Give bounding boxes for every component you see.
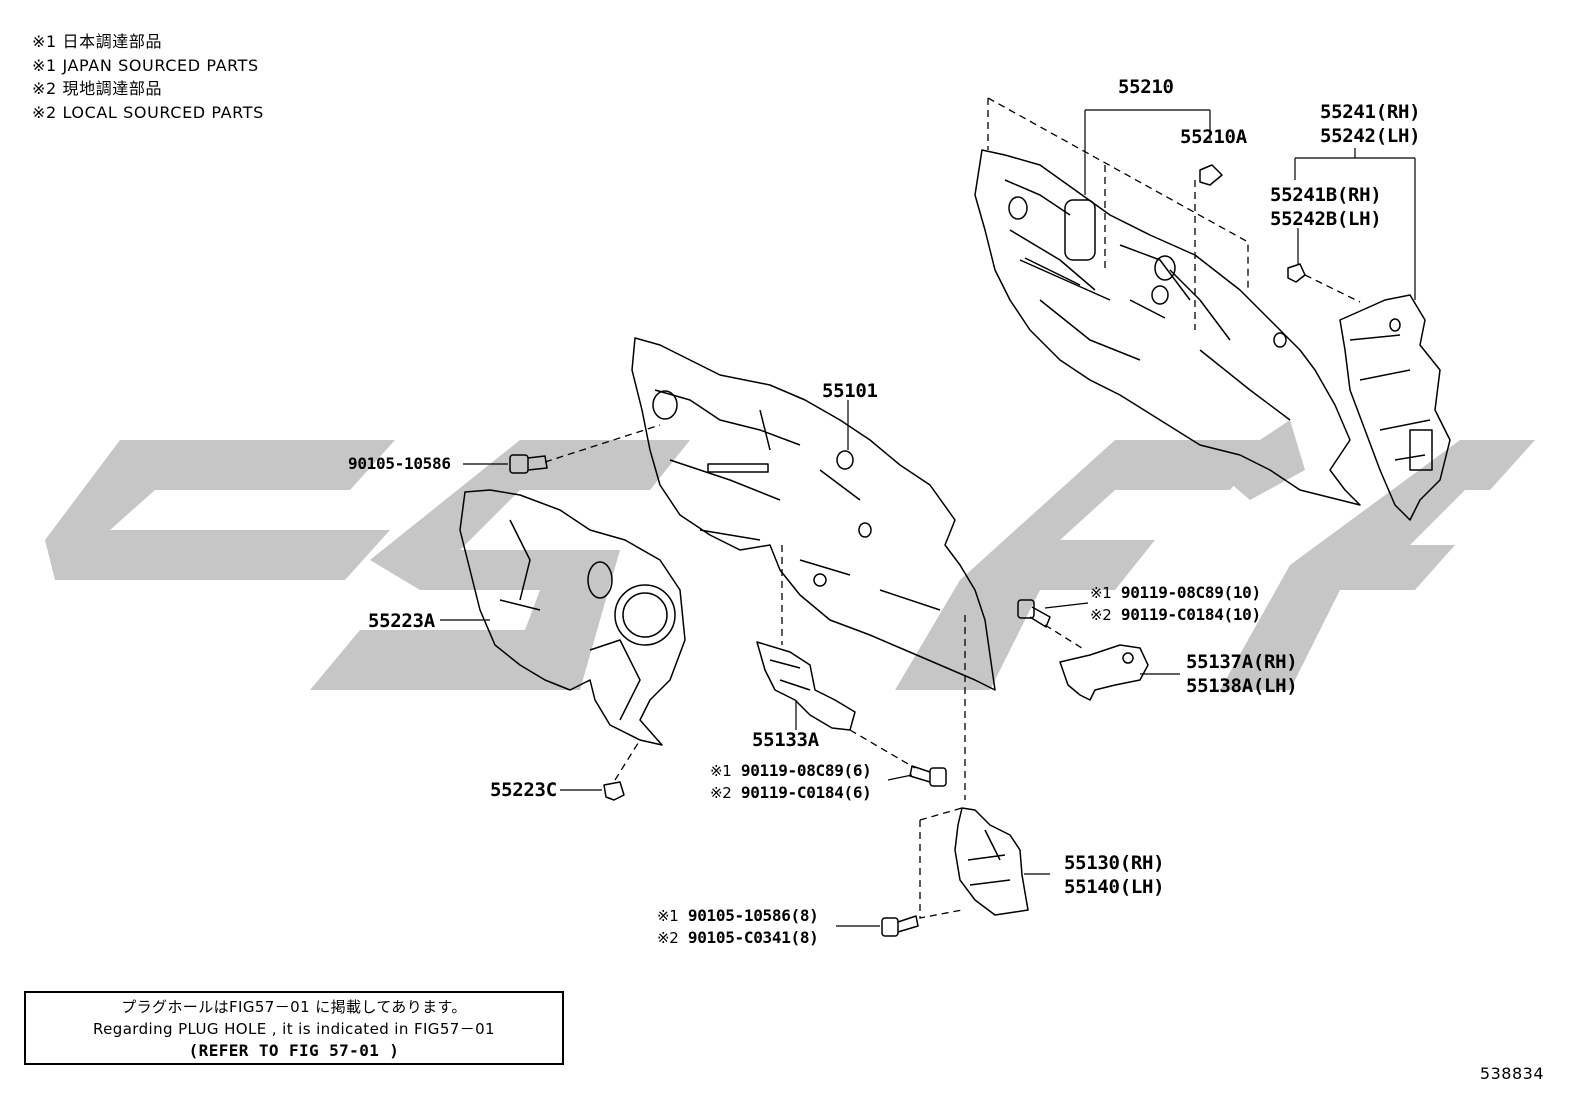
pad-55210A bbox=[1199, 164, 1223, 186]
panel-55130 bbox=[954, 807, 1029, 916]
note-line: ※1 JAPAN SOURCED PARTS bbox=[32, 55, 259, 75]
source-mark: ※1 bbox=[1090, 584, 1112, 602]
label-55140: 55140(LH) bbox=[1064, 876, 1165, 898]
fastener-label: ※2 90119-C0184(6) bbox=[710, 783, 872, 803]
bolt-90119-6-icon bbox=[909, 765, 947, 787]
label-55242B: 55242B(LH) bbox=[1270, 208, 1382, 230]
label-55241B: 55241B(RH) bbox=[1270, 184, 1382, 206]
dash-insulator-55101 bbox=[631, 337, 996, 691]
label-55130: 55130(RH) bbox=[1064, 852, 1165, 874]
plug-note-reference: (REFER TO FIG 57-01 ) bbox=[188, 1041, 400, 1060]
source-mark: ※1 bbox=[710, 762, 732, 780]
note-line: ※2 LOCAL SOURCED PARTS bbox=[32, 102, 264, 122]
label-55223A: 55223A bbox=[368, 610, 435, 632]
dash-silencer-55210 bbox=[974, 149, 1361, 506]
source-mark: ※2 bbox=[657, 929, 679, 947]
bracket-55133A bbox=[756, 641, 856, 731]
fastener-label: ※1 90105-10586(8) bbox=[657, 906, 819, 926]
label-55133A: 55133A bbox=[752, 729, 819, 751]
insulator-55223A bbox=[459, 489, 686, 746]
fastener-number: 90105-C0341(8) bbox=[687, 928, 819, 947]
fastener-number: 90105-10586(8) bbox=[687, 906, 819, 925]
clip-55223C bbox=[603, 781, 625, 801]
label-55241: 55241(RH) bbox=[1320, 101, 1421, 123]
fastener-number: 90119-08C89(10) bbox=[1120, 583, 1261, 602]
fastener-label: ※1 90119-08C89(6) bbox=[710, 761, 872, 781]
source-mark: ※2 bbox=[710, 784, 732, 802]
document-number: 538834 bbox=[1479, 1064, 1544, 1083]
source-mark: ※1 bbox=[657, 907, 679, 925]
clip-55241B bbox=[1287, 263, 1306, 283]
bracket-55137A bbox=[1059, 644, 1149, 701]
label-55101: 55101 bbox=[822, 380, 878, 402]
dashed-guide-lines bbox=[544, 97, 1361, 919]
plug-hole-note: プラグホールはFIG57－01 に掲載してあります。 Regarding PLU… bbox=[24, 991, 564, 1065]
side-silencer-55241 bbox=[1339, 294, 1451, 521]
leader-lines bbox=[440, 109, 1416, 927]
label-90105-10586: 90105-10586 bbox=[348, 454, 451, 473]
label-55242: 55242(LH) bbox=[1320, 125, 1421, 147]
fastener-number: 90119-08C89(6) bbox=[740, 761, 872, 780]
fastener-label: ※2 90119-C0184(10) bbox=[1090, 605, 1261, 625]
fastener-label: ※1 90119-08C89(10) bbox=[1090, 583, 1261, 603]
sourcing-notes: ※1 日本調達部品 ※1 JAPAN SOURCED PARTS ※2 現地調達… bbox=[32, 30, 264, 124]
label-55138A: 55138A(LH) bbox=[1186, 675, 1298, 697]
fastener-number: 90119-C0184(10) bbox=[1120, 605, 1261, 624]
label-55137A: 55137A(RH) bbox=[1186, 651, 1298, 673]
label-55210A: 55210A bbox=[1180, 126, 1247, 148]
label-55223C: 55223C bbox=[490, 779, 557, 801]
watermark-logo bbox=[45, 420, 1535, 690]
note-line: ※2 現地調達部品 bbox=[32, 79, 163, 98]
note-line: ※1 日本調達部品 bbox=[32, 32, 163, 51]
plug-note-english: Regarding PLUG HOLE , it is indicated in… bbox=[93, 1020, 495, 1038]
label-55210: 55210 bbox=[1118, 76, 1174, 98]
bolt-90105-8-icon bbox=[881, 915, 919, 937]
fastener-number: 90119-C0184(6) bbox=[740, 783, 872, 802]
source-mark: ※2 bbox=[1090, 606, 1112, 624]
fastener-label: ※2 90105-C0341(8) bbox=[657, 928, 819, 948]
plug-note-japanese: プラグホールはFIG57－01 に掲載してあります。 bbox=[121, 998, 467, 1016]
bolt-90119-10-icon bbox=[1017, 599, 1051, 628]
